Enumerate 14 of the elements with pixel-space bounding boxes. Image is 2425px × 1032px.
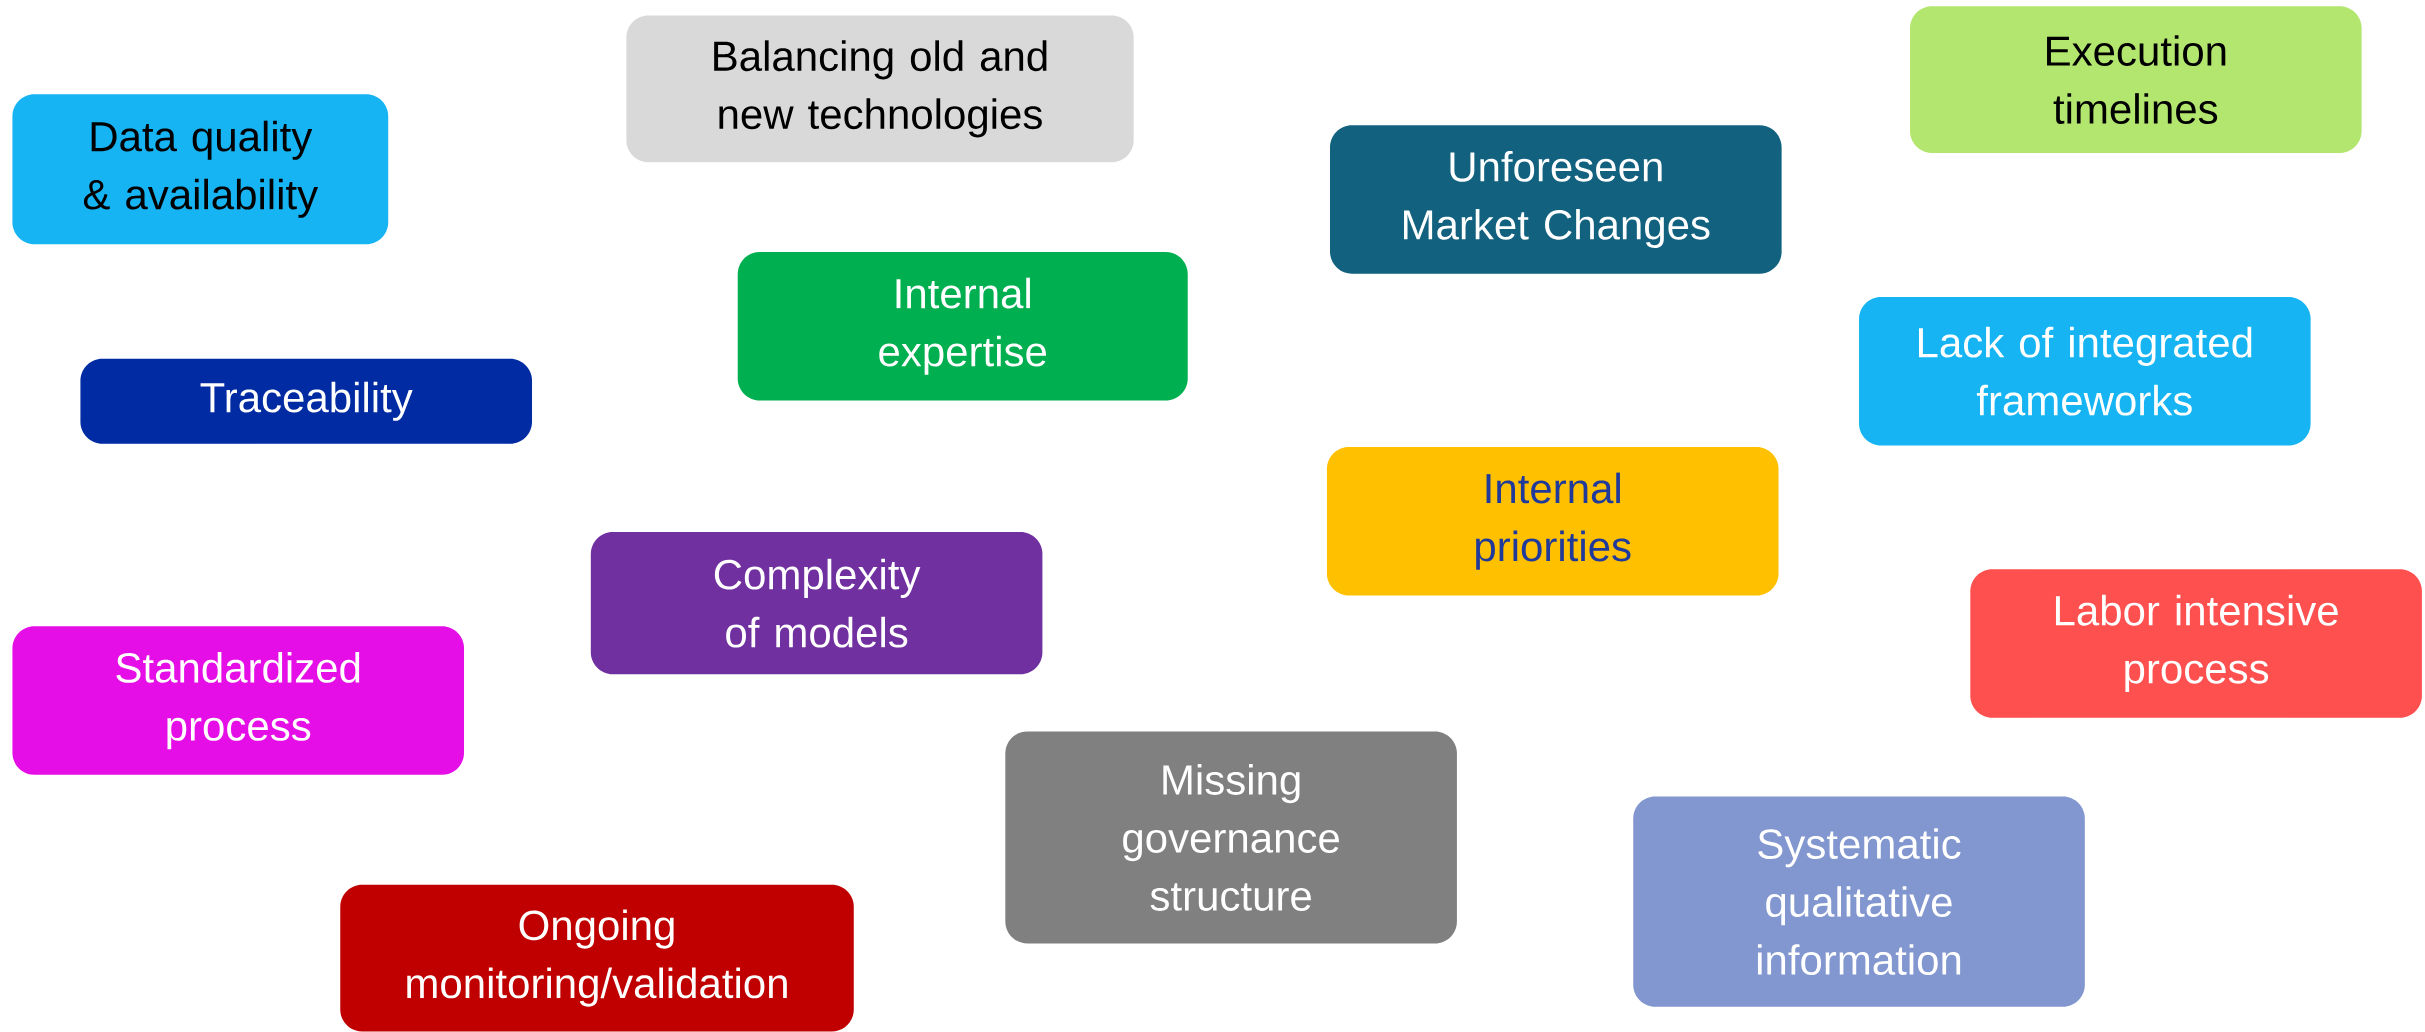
challenge-box: Standardized process bbox=[12, 626, 464, 775]
challenge-box: Lack of integrated frameworks bbox=[1859, 296, 2311, 446]
challenge-box: Internal expertise bbox=[737, 252, 1188, 401]
challenge-box: Complexity of models bbox=[590, 532, 1043, 675]
challenge-box: Unforeseen Market Changes bbox=[1330, 125, 1782, 274]
challenge-box: Systematic qualitative information bbox=[1633, 796, 2085, 1007]
challenge-box: Ongoing monitoring/validation bbox=[340, 884, 854, 1032]
challenge-box: Data quality & availability bbox=[12, 94, 389, 245]
challenge-box: Labor intensive process bbox=[1970, 569, 2422, 718]
challenge-box: Balancing old and new technologies bbox=[626, 15, 1134, 163]
challenge-box: Internal priorities bbox=[1326, 446, 1779, 596]
challenge-box: Traceability bbox=[80, 358, 532, 444]
challenge-box: Missing governance structure bbox=[1005, 731, 1457, 944]
challenge-box: Execution timelines bbox=[1910, 6, 2362, 154]
